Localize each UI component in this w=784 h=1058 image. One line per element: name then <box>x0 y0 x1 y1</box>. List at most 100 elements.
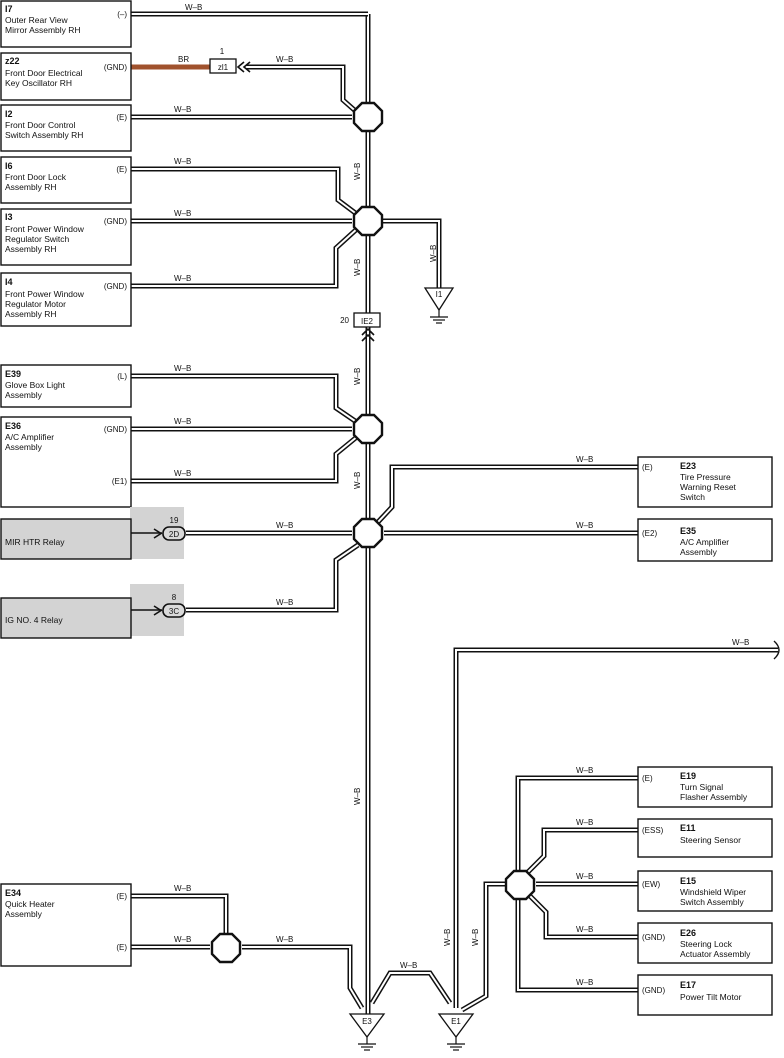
svg-text:2D: 2D <box>169 530 179 539</box>
svg-text:8: 8 <box>172 593 177 602</box>
svg-text:Regulator Motor: Regulator Motor <box>5 299 66 309</box>
svg-text:Flasher Assembly: Flasher Assembly <box>680 792 748 802</box>
wire-label: W–B <box>353 788 362 805</box>
junction-6 <box>504 869 536 901</box>
wire-label: W–B <box>576 872 593 881</box>
wire-e3-e1 <box>369 970 453 1005</box>
wire-label: W–B <box>276 598 293 607</box>
component-i2: I2 Front Door Control Switch Assembly RH… <box>0 104 132 152</box>
svg-text:IG NO. 4 Relay: IG NO. 4 Relay <box>5 615 63 625</box>
svg-text:I7: I7 <box>5 4 13 14</box>
ground-i1: I1 <box>423 287 455 324</box>
wire-label: W–B <box>174 417 191 426</box>
wire-label: W–B <box>276 55 293 64</box>
wire-label: W–B <box>174 884 191 893</box>
component-i4: I4 Front Power Window Regulator Motor As… <box>0 272 132 327</box>
svg-text:Actuator Assembly: Actuator Assembly <box>680 949 751 959</box>
svg-text:I4: I4 <box>5 277 13 287</box>
svg-text:(GND): (GND) <box>104 282 127 291</box>
wire-label: W–B <box>353 368 362 385</box>
svg-text:(EW): (EW) <box>642 880 661 889</box>
relay-ig-no4: IG NO. 4 Relay 8 3C <box>0 584 186 639</box>
svg-text:Warning Reset: Warning Reset <box>680 482 737 492</box>
wire-harness <box>130 11 778 1015</box>
svg-text:Mirror Assembly RH: Mirror Assembly RH <box>5 25 81 35</box>
svg-text:E34: E34 <box>5 888 21 898</box>
connector-ie2: 20 IE2 <box>340 312 381 342</box>
svg-text:Front Power Window: Front Power Window <box>5 224 85 234</box>
wire-labels: W–B BR W–B W–B W–B W–B W–B W–B W–B W–B W… <box>174 3 749 987</box>
ground-e3: E3 <box>348 1013 386 1051</box>
wire-e34-1 <box>130 893 229 934</box>
svg-text:1: 1 <box>220 47 225 56</box>
junction-1 <box>352 101 384 133</box>
wire-label: W–B <box>174 364 191 373</box>
wire-label: W–B <box>276 935 293 944</box>
junction-5 <box>210 932 242 964</box>
svg-text:(GND): (GND) <box>104 63 127 72</box>
component-e19: (E) E19 Turn Signal Flasher Assembly <box>637 766 773 808</box>
svg-text:Steering Lock: Steering Lock <box>680 939 733 949</box>
wire-e36-e1 <box>130 434 360 484</box>
svg-text:I1: I1 <box>436 290 443 299</box>
svg-text:Front Door Electrical: Front Door Electrical <box>5 68 83 78</box>
svg-text:Assembly RH: Assembly RH <box>5 309 56 319</box>
wire-label: W–B <box>576 455 593 464</box>
svg-text:Switch Assembly: Switch Assembly <box>680 897 745 907</box>
wire-label: W–B <box>174 209 191 218</box>
svg-text:(GND): (GND) <box>642 986 665 995</box>
svg-text:20: 20 <box>340 316 349 325</box>
wire-i6 <box>130 166 360 217</box>
svg-text:Switch: Switch <box>680 492 705 502</box>
component-e17: (GND) E17 Power Tilt Motor <box>637 974 773 1016</box>
wire-label: W–B <box>471 929 480 946</box>
svg-text:(E2): (E2) <box>642 529 657 538</box>
wire-label: W–B <box>576 766 593 775</box>
wire-e17 <box>515 898 638 993</box>
svg-text:E11: E11 <box>680 823 696 833</box>
svg-text:MIR HTR Relay: MIR HTR Relay <box>5 537 65 547</box>
svg-text:(E): (E) <box>116 892 127 901</box>
svg-text:Power Tilt Motor: Power Tilt Motor <box>680 992 742 1002</box>
svg-text:z22: z22 <box>5 56 20 66</box>
component-i7: I7 Outer Rear View Mirror Assembly RH (–… <box>0 0 132 48</box>
svg-text:Key Oscillator RH: Key Oscillator RH <box>5 78 72 88</box>
wire-label: W–B <box>353 472 362 489</box>
svg-text:E15: E15 <box>680 876 696 886</box>
component-e15: (EW) E15 Windshield Wiper Switch Assembl… <box>637 870 773 912</box>
wire-label: W–B <box>400 961 417 970</box>
wire-ig-no4 <box>186 542 360 613</box>
svg-text:Steering Sensor: Steering Sensor <box>680 835 741 845</box>
svg-text:Switch Assembly RH: Switch Assembly RH <box>5 130 83 140</box>
svg-text:(E): (E) <box>642 463 653 472</box>
svg-text:(ESS): (ESS) <box>642 826 664 835</box>
junction-2 <box>352 205 384 237</box>
svg-text:E35: E35 <box>680 526 696 536</box>
svg-text:(E1): (E1) <box>112 477 127 486</box>
wire-label: W–B <box>174 935 191 944</box>
relay-mir-htr: MIR HTR Relay 19 2D <box>0 507 186 560</box>
svg-text:zl1: zl1 <box>218 63 229 72</box>
connector-zl1: 1 zl1 <box>209 47 251 74</box>
wire-e23 <box>376 464 638 524</box>
svg-text:E39: E39 <box>5 369 21 379</box>
wire-label: W–B <box>276 521 293 530</box>
svg-text:Turn Signal: Turn Signal <box>680 782 723 792</box>
svg-text:E17: E17 <box>680 980 696 990</box>
svg-text:(E): (E) <box>642 774 653 783</box>
wire-label: W–B <box>174 157 191 166</box>
svg-text:Windshield Wiper: Windshield Wiper <box>680 887 746 897</box>
wire-label-br: BR <box>178 55 189 64</box>
svg-text:Glove Box Light: Glove Box Light <box>5 380 66 390</box>
svg-text:(E): (E) <box>116 165 127 174</box>
wire-label: W–B <box>443 929 452 946</box>
wire-label: W–B <box>429 245 438 262</box>
component-i3: I3 Front Power Window Regulator Switch A… <box>0 208 132 266</box>
svg-text:E19: E19 <box>680 771 696 781</box>
svg-text:Regulator Switch: Regulator Switch <box>5 234 70 244</box>
svg-text:E23: E23 <box>680 461 696 471</box>
svg-text:Outer Rear View: Outer Rear View <box>5 15 69 25</box>
svg-text:E1: E1 <box>451 1017 461 1026</box>
component-e39: E39 Glove Box Light Assembly (L) <box>0 364 132 408</box>
